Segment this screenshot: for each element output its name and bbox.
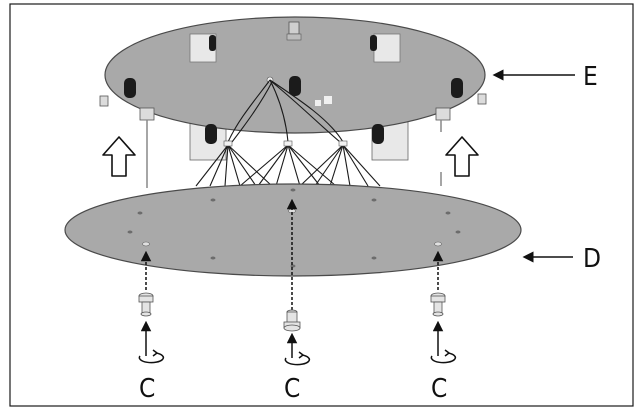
fastener-left [138,292,154,317]
lower-plate [64,183,522,277]
terminal-block [324,96,332,104]
label-fastener-right: C [431,374,447,404]
label-fastener-center: C [284,374,300,404]
rotate-clockwise-icon [138,320,165,364]
label-fastener-left: C [139,374,155,404]
wire-harness [195,79,381,187]
label-lower-plate: D [583,244,601,274]
lower-plate-disc [64,183,522,277]
fastener-center [283,309,301,332]
label-upper-plate: E [583,62,598,92]
figure-frame [9,3,634,407]
mounting-holes [127,188,461,268]
rear-bracket-right [373,33,401,63]
upper-plate [99,16,487,188]
capacitor [370,35,377,51]
rotate-clockwise-icon [284,332,311,366]
terminal-block [315,100,321,106]
rotate-clockwise-icon [430,320,457,364]
up-arrow-outline-icon [102,136,136,177]
capacitor [209,35,216,51]
side-clamps [99,93,487,121]
up-arrow-outline-icon [445,136,479,177]
fastener-right [430,292,446,317]
capacitor-group [124,76,463,144]
top-connector-base [286,33,302,41]
top-connector [288,21,300,35]
wire-connectors [223,140,348,147]
